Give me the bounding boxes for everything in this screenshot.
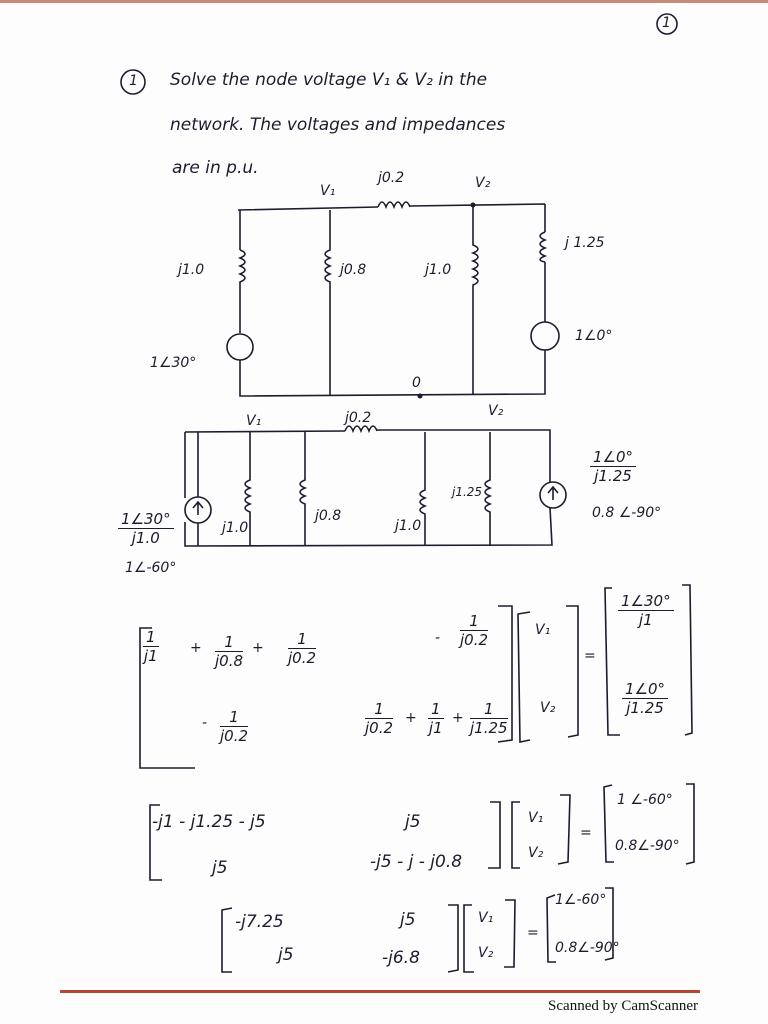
c2-b1-label: j1.0 [222,520,249,536]
minus: - [202,715,208,731]
question-number-circle [120,69,146,95]
question-number: 1 [129,73,138,89]
equals: = [580,825,592,841]
c1-node-v2: V₂ [475,175,491,191]
plus: + [452,710,464,726]
matrix-brackets [139,584,695,973]
a11: -j1 - j1.25 - j5 [152,812,266,832]
minus: - [435,630,441,646]
circuit-1 [226,201,560,399]
question-line-1: Solve the node voltage V₁ & V₂ in the [170,70,488,90]
c1-source-left: 1∠30° [150,355,197,371]
scanner-watermark: Scanned by CamScanner [548,998,698,1014]
rhs-2: 0.8∠-90° [555,940,620,956]
v2: V₂ [478,945,494,961]
a12: j5 [405,812,421,832]
question-line-2: network. The voltages and impedances [170,115,506,135]
c2-node-v2: V₂ [488,403,504,419]
equals: = [527,925,539,941]
c1-series-label: j0.2 [378,170,405,186]
c1-ref-node: 0 [412,375,421,391]
c2-left-source-value: 1∠-60° [125,560,177,576]
equals: = [584,648,596,664]
c2-left-source-fraction: 1∠30° j1.0 [118,510,174,547]
c2-right-source-value: 0.8 ∠-90° [592,505,662,521]
a21: j5 [212,858,228,878]
c2-series-label: j0.2 [345,410,372,426]
c1-mid2-label: j1.0 [425,262,452,278]
scan-edge [0,0,768,3]
v1: V₁ [478,910,494,926]
a11: -j7.25 [235,912,284,932]
c2-right-source-fraction: 1∠0° j1.25 [590,448,637,485]
c1-mid1-label: j0.8 [340,262,367,278]
c2-node-v1: V₁ [246,413,262,429]
plus: + [405,710,417,726]
a21: j5 [278,945,294,965]
c1-node-v1: V₁ [320,183,336,199]
v1: V₁ [535,622,551,638]
rhs-2: 0.8∠-90° [615,838,680,854]
a12: j5 [400,910,416,930]
v2: V₂ [540,700,556,716]
rhs-1: 1∠-60° [555,892,607,908]
c2-b3-label: j1.0 [395,518,422,534]
circuit-2 [184,425,567,547]
question-line-3: are in p.u. [172,158,259,178]
a22: -j6.8 [382,948,420,968]
c1-left-label: j1.0 [178,262,205,278]
plus: + [190,640,202,656]
c2-b2-label: j0.8 [315,508,342,524]
v2: V₂ [528,845,544,861]
v1: V₁ [528,810,544,826]
a22: -j5 - j - j0.8 [370,852,463,872]
page-number: 1 [662,15,671,31]
rhs-1: 1 ∠-60° [617,792,673,808]
page-number-circle [656,13,678,35]
plus: + [252,640,264,656]
c2-b4-label: j1.25 [452,485,483,499]
scan-edge-bottom [60,990,700,993]
c1-right-label: j 1.25 [565,235,605,251]
c1-source-right: 1∠0° [575,328,613,344]
